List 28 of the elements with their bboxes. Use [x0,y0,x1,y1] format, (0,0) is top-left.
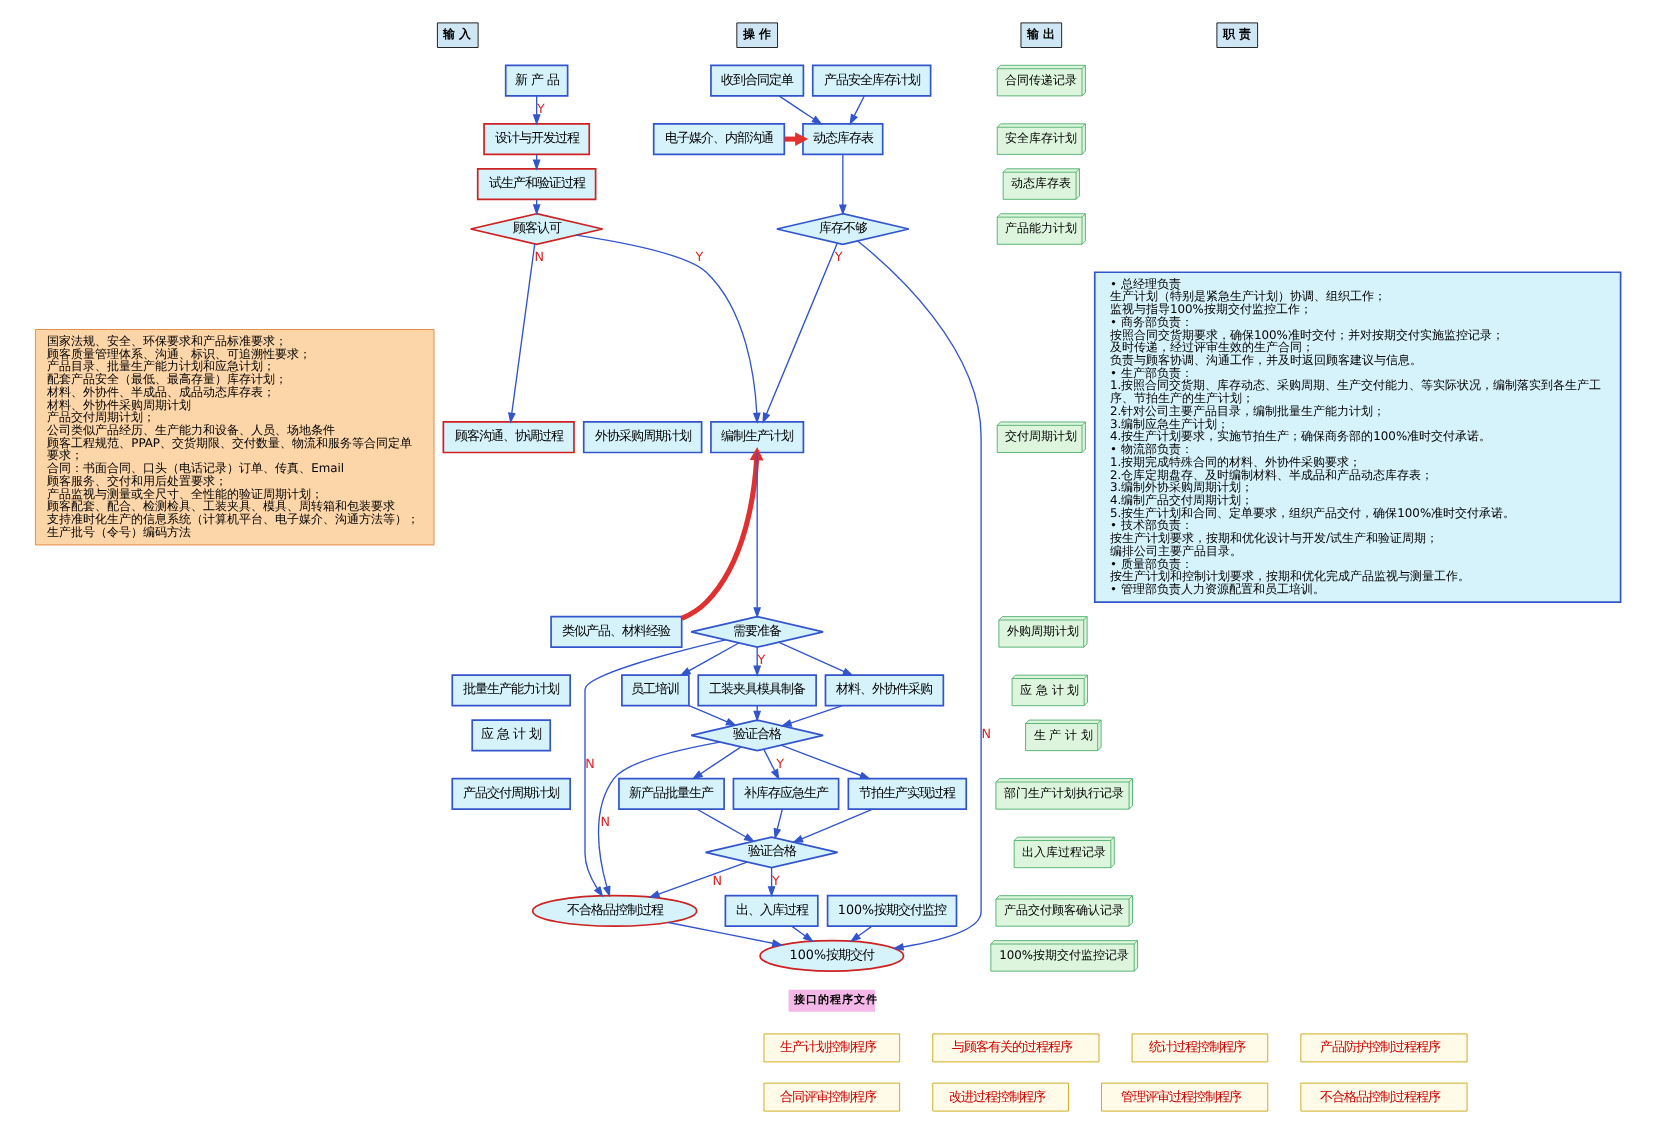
arrow [648,861,748,898]
arrow [773,808,783,840]
arrow [680,447,764,621]
arrow [856,240,982,951]
arrow [780,705,843,727]
arrow [778,95,823,125]
arrow [597,741,721,898]
arrow [849,925,873,943]
arrow [791,925,814,943]
arrow [849,95,865,126]
arrow [753,705,762,722]
arrow [508,243,536,424]
arrow [532,95,541,126]
arrow [767,867,776,898]
arrow [838,153,847,216]
arrow [763,748,780,781]
arrow [753,646,762,677]
arrow [575,234,761,424]
arrow [791,808,874,844]
arrow [667,921,784,948]
arrow [679,642,740,677]
arrow [753,451,762,619]
arrow [777,641,854,676]
arrow [780,744,871,780]
arrow [688,704,738,726]
arrow [696,808,756,843]
arrow [691,746,742,780]
arrow [762,242,839,424]
